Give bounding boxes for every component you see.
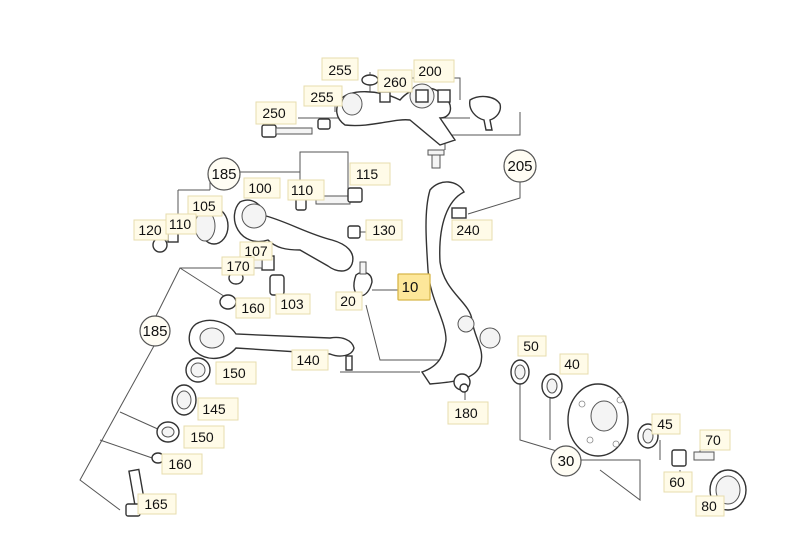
upper-arm-bolt-set	[261, 74, 451, 138]
svg-text:80: 80	[701, 498, 717, 514]
svg-text:185: 185	[142, 323, 167, 340]
svg-text:45: 45	[657, 416, 673, 432]
label-180: 180	[447, 401, 489, 425]
svg-text:107: 107	[244, 243, 268, 259]
wheel-hub-group	[459, 359, 747, 511]
label-150-lower: 150	[183, 425, 225, 449]
svg-text:130: 130	[372, 222, 396, 238]
label-100: 100	[243, 177, 281, 199]
svg-text:30: 30	[558, 453, 575, 470]
svg-text:110: 110	[291, 182, 314, 198]
label-105: 105	[187, 195, 223, 217]
svg-text:255: 255	[328, 62, 352, 78]
label-255-mid: 255	[303, 85, 343, 107]
label-50: 50	[517, 335, 547, 357]
svg-text:103: 103	[280, 296, 304, 312]
svg-text:205: 205	[507, 158, 532, 175]
svg-text:250: 250	[262, 105, 286, 121]
label-250: 250	[255, 101, 297, 125]
label-20: 20	[335, 291, 363, 311]
svg-text:115: 115	[356, 166, 379, 182]
svg-text:200: 200	[418, 63, 442, 79]
svg-text:105: 105	[192, 198, 216, 214]
svg-text:60: 60	[669, 474, 685, 490]
label-130: 130	[365, 219, 403, 241]
label-150-upper: 150	[215, 361, 257, 385]
label-103: 103	[275, 293, 311, 315]
label-160-lower: 160	[161, 453, 203, 475]
label-140: 140	[291, 349, 329, 371]
svg-text:240: 240	[456, 222, 480, 238]
label-205: 205	[503, 149, 537, 183]
label-110-left: 110	[165, 213, 197, 235]
svg-text:165: 165	[144, 496, 168, 512]
label-120: 120	[133, 219, 169, 241]
label-170: 170	[221, 256, 255, 276]
svg-text:170: 170	[226, 258, 250, 274]
svg-text:145: 145	[202, 401, 226, 417]
label-200: 200	[413, 59, 455, 83]
callout-labels: 255 260 200 250 255 185 115 205	[133, 57, 731, 517]
label-185-top: 185	[207, 157, 241, 191]
svg-text:260: 260	[383, 74, 407, 90]
svg-text:150: 150	[190, 429, 214, 445]
svg-text:185: 185	[211, 166, 236, 183]
label-185-lower: 185	[139, 315, 171, 347]
label-60: 60	[663, 471, 693, 493]
svg-text:50: 50	[523, 338, 539, 354]
svg-text:70: 70	[705, 432, 721, 448]
svg-text:150: 150	[222, 365, 246, 381]
label-160-upper: 160	[235, 297, 271, 319]
svg-text:140: 140	[296, 352, 320, 368]
svg-text:110: 110	[169, 216, 192, 232]
svg-text:120: 120	[138, 222, 162, 238]
svg-text:180: 180	[454, 405, 478, 421]
label-115: 115	[349, 162, 391, 186]
label-30: 30	[550, 445, 582, 477]
svg-text:10: 10	[402, 279, 419, 296]
label-40: 40	[559, 353, 589, 375]
label-110-right: 110	[287, 179, 325, 201]
label-165: 165	[137, 493, 177, 515]
label-80: 80	[695, 495, 725, 517]
label-240: 240	[451, 219, 493, 241]
label-70: 70	[699, 429, 731, 451]
label-45: 45	[651, 413, 681, 435]
label-107: 107	[239, 241, 273, 261]
label-10-highlighted[interactable]: 10	[397, 273, 431, 301]
svg-text:160: 160	[168, 456, 192, 472]
svg-text:20: 20	[340, 293, 356, 309]
svg-text:160: 160	[241, 300, 265, 316]
svg-text:255: 255	[310, 89, 334, 105]
svg-text:100: 100	[248, 180, 272, 196]
label-145: 145	[197, 397, 239, 421]
label-255-top: 255	[321, 57, 359, 81]
svg-text:40: 40	[564, 356, 580, 372]
label-260: 260	[377, 69, 413, 93]
